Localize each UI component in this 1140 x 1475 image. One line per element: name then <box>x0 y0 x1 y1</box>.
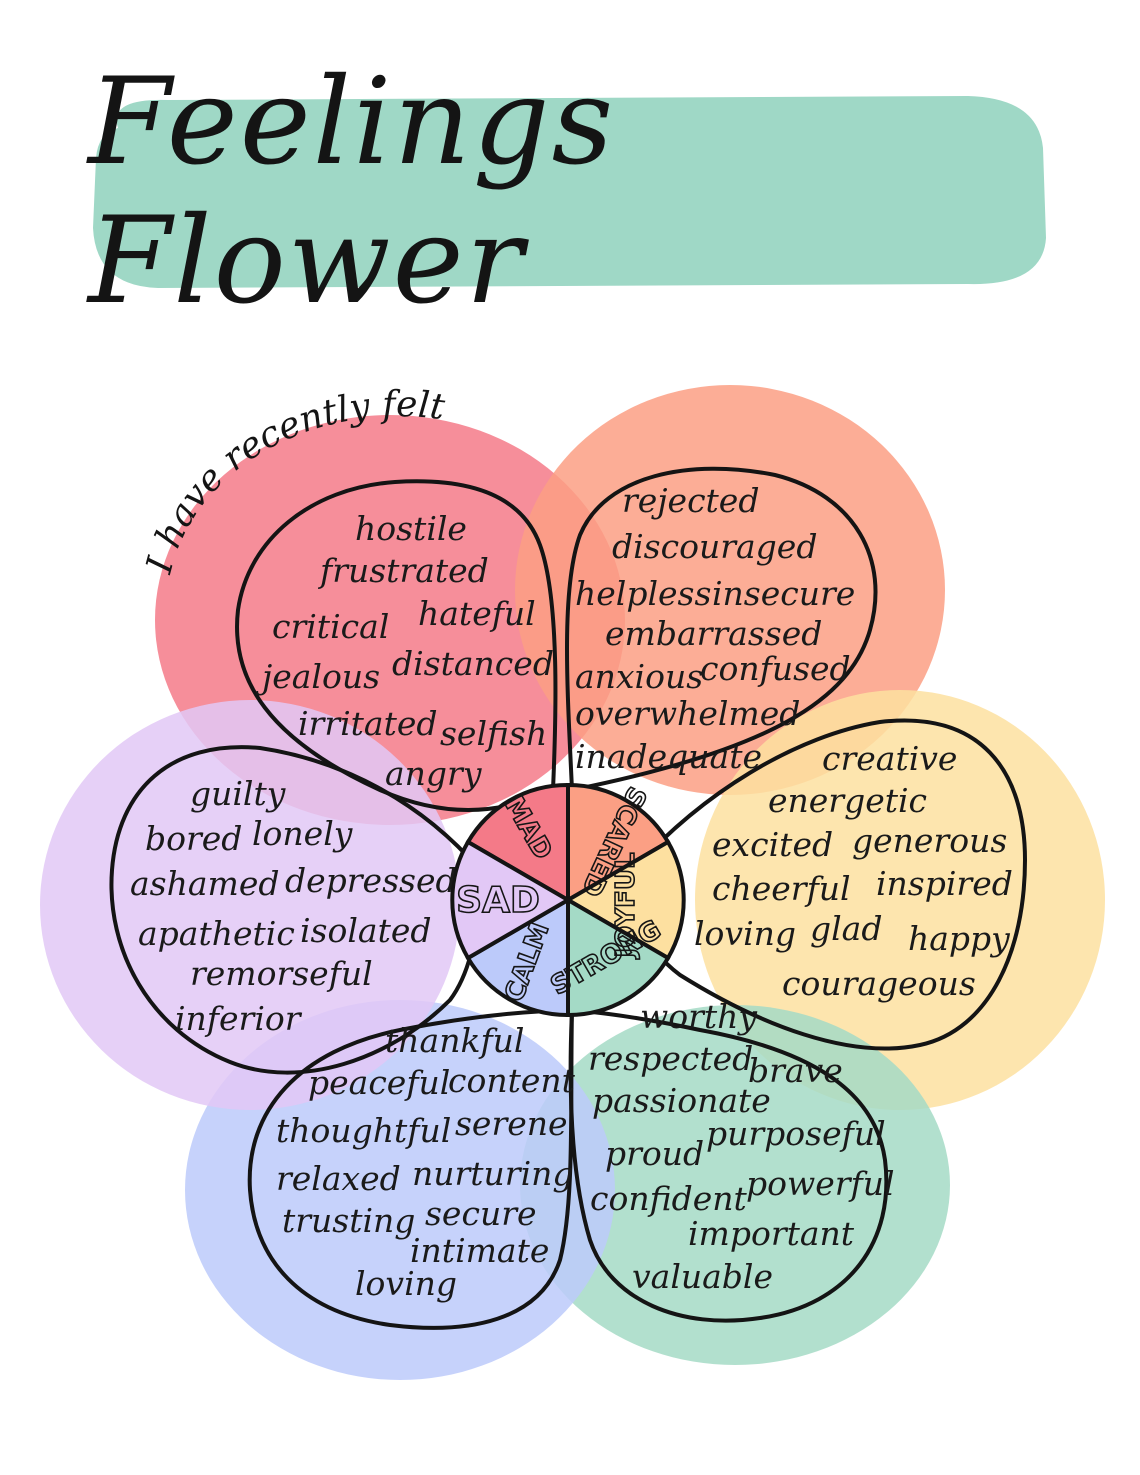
feeling-word: courageous <box>782 964 976 1003</box>
feeling-word: jealous <box>255 657 380 696</box>
center-circle <box>450 782 686 1018</box>
petal-calm <box>247 1008 574 1330</box>
mad-words: hostile frustrated critical hateful jeal… <box>255 509 554 793</box>
center-segment-strong <box>566 896 671 1018</box>
feeling-word: serene <box>455 1104 568 1143</box>
feeling-word: energetic <box>768 781 927 820</box>
feeling-word: trusting <box>282 1201 415 1240</box>
feeling-word: ashamed <box>130 864 279 903</box>
feeling-word: isolated <box>300 911 432 950</box>
feeling-word: irritated <box>298 704 438 743</box>
feeling-word: glad <box>810 909 882 948</box>
feeling-word: powerful <box>746 1164 895 1203</box>
joyful-watercolor <box>695 690 1105 1110</box>
feeling-word: confused <box>700 649 851 688</box>
feeling-word: thankful <box>385 1021 524 1060</box>
feeling-word: lonely <box>252 814 353 853</box>
feeling-word: generous <box>852 821 1007 860</box>
petal-scared <box>565 466 878 792</box>
feeling-word: anxious <box>575 657 703 696</box>
feeling-word: distanced <box>392 644 554 683</box>
petal-sad <box>109 745 482 1075</box>
feeling-word: insecure <box>712 574 855 613</box>
feeling-word: creative <box>822 739 957 778</box>
center-segment-joyful <box>564 839 686 961</box>
feeling-word: brave <box>748 1051 843 1090</box>
feeling-word: inspired <box>876 864 1013 903</box>
feeling-word: valuable <box>632 1257 773 1296</box>
feeling-word: loving <box>694 914 796 953</box>
center-label-sad: SAD <box>456 880 540 921</box>
feeling-word: angry <box>385 754 482 793</box>
center-label-joyful: JOYFUL <box>611 852 641 959</box>
strong-words: worthy respected brave passionate proud … <box>588 997 895 1296</box>
center-segment-sad <box>450 839 572 961</box>
strong-watercolor <box>520 1005 950 1365</box>
feeling-word: apathetic <box>138 914 295 953</box>
sad-watercolor <box>40 700 460 1110</box>
scared-words: rejected discouraged helpless insecure e… <box>575 481 855 776</box>
feeling-word: hateful <box>418 594 536 633</box>
feeling-word: rejected <box>622 481 759 520</box>
feeling-word: selfish <box>440 714 547 753</box>
sad-words: guilty bored lonely ashamed depressed ap… <box>130 774 457 1038</box>
center-segment-scared <box>566 782 671 904</box>
feeling-word: respected <box>588 1039 753 1078</box>
feeling-word: overwhelmed <box>575 694 800 733</box>
feeling-word: cheerful <box>712 869 851 908</box>
feeling-word: purposeful <box>706 1114 886 1153</box>
feeling-word: critical <box>272 607 389 646</box>
feeling-word: worthy <box>640 997 757 1036</box>
feeling-word: peaceful <box>308 1063 450 1102</box>
feeling-word: relaxed <box>276 1159 401 1198</box>
feeling-word: excited <box>712 825 833 864</box>
feeling-word: nurturing <box>412 1154 574 1193</box>
calm-words: thankful peaceful content thoughtful ser… <box>276 1021 576 1303</box>
feeling-word: confident <box>590 1179 748 1218</box>
petal-joyful <box>618 718 1027 1051</box>
feeling-word: bored <box>145 819 242 858</box>
feeling-word: inferior <box>175 999 303 1038</box>
feeling-word: thoughtful <box>276 1111 451 1150</box>
center-segment-calm <box>465 896 570 1018</box>
feeling-word: hostile <box>355 509 467 548</box>
feeling-word: discouraged <box>612 527 817 566</box>
title-banner <box>93 96 1046 288</box>
feeling-word: loving <box>355 1264 457 1303</box>
joyful-words: creative energetic excited generous chee… <box>694 739 1013 1003</box>
feeling-word: secure <box>425 1194 537 1233</box>
feeling-word: intimate <box>410 1231 549 1270</box>
center-segment-mad <box>465 782 570 904</box>
feeling-word: important <box>688 1214 855 1253</box>
feeling-word: depressed <box>285 861 457 900</box>
feeling-word: content <box>448 1061 576 1100</box>
feeling-word: remorseful <box>190 954 373 993</box>
feeling-word: guilty <box>190 774 286 813</box>
petal-strong <box>568 1008 889 1323</box>
feeling-word: inadequate <box>575 737 762 776</box>
feeling-word: embarrassed <box>605 614 822 653</box>
feeling-word: frustrated <box>317 551 489 590</box>
feeling-word: passionate <box>592 1081 771 1120</box>
feeling-word: happy <box>908 919 1010 958</box>
feeling-word: proud <box>605 1134 704 1173</box>
feeling-word: helpless <box>575 574 711 613</box>
